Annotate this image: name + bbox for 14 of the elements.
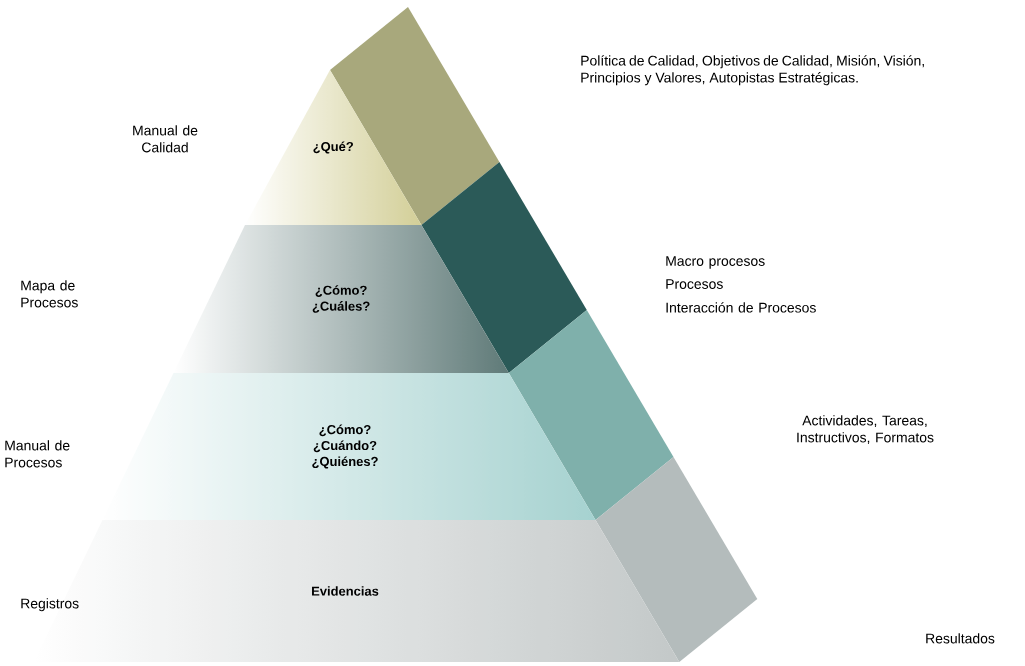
pyramid-level: ¿Cómo? ¿Cuáles? [312, 285, 370, 313]
pyramid-level: Evidencias [312, 586, 379, 596]
side-label: Registros [21, 598, 79, 612]
side-label: Interacción de Procesos [666, 302, 816, 313]
side-label: Manual de Procesos [5, 440, 70, 468]
side-label: Actividades, Tareas, Instructivos, Formatos [797, 415, 934, 444]
side-label: Mapa de Procesos [21, 280, 78, 308]
side-label: Procesos [666, 279, 723, 289]
side-label: Macro procesos [666, 256, 765, 269]
side-label: Política de Calidad, Objetivos de Calidad, Misión, Visión, Principios y Valores, Autopistas Estratégicas. [581, 55, 924, 86]
pyramid-level: ¿Cómo? ¿Cuándo? ¿Quiénes? [312, 424, 378, 469]
side-label: Manual de Calidad [133, 125, 198, 153]
pyramid-level: ¿Qué? [313, 141, 353, 154]
side-label: Resultados [926, 633, 995, 644]
